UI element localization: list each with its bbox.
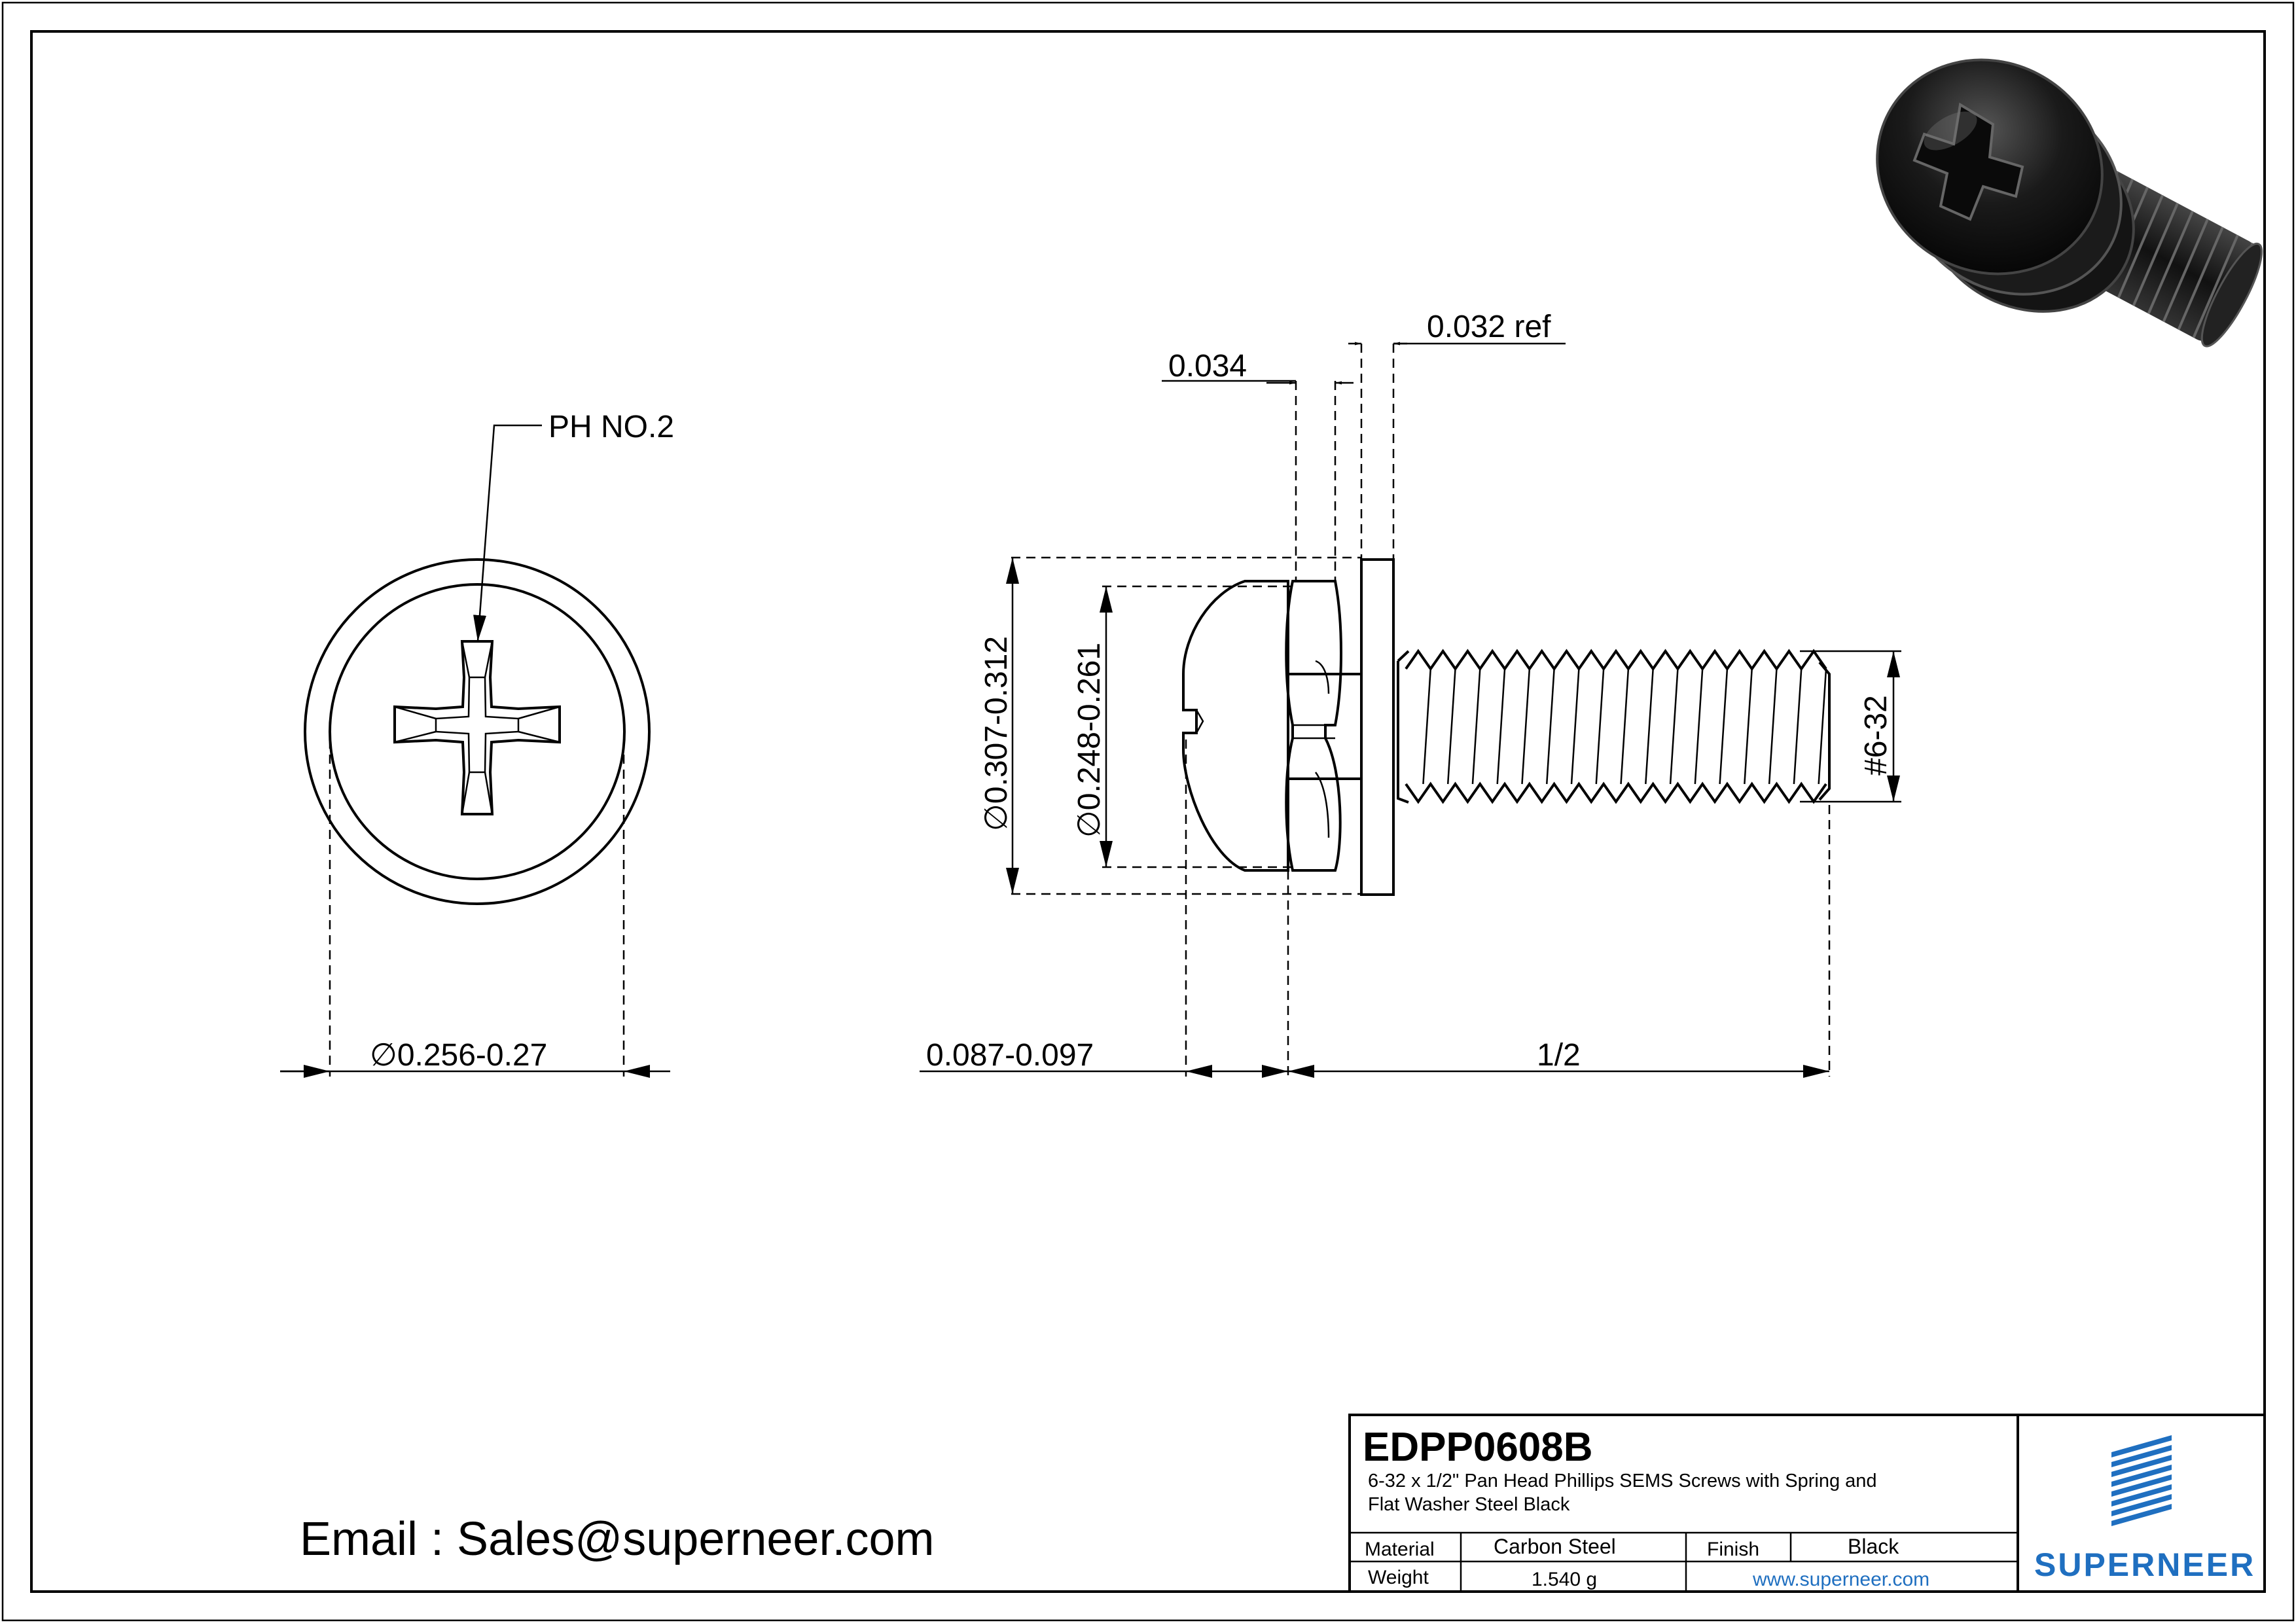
finish-label: Finish [1707, 1539, 1759, 1560]
phillips-recess-icon [393, 640, 561, 815]
phillips-recess-inner [435, 676, 520, 774]
logo-stripe [2111, 1435, 2172, 1457]
render-thread-line [2192, 234, 2239, 338]
head-outline-circle [329, 583, 626, 880]
pan-head-profile [1182, 580, 1289, 872]
logo-stripe [2111, 1465, 2172, 1487]
thread-size-dimension: #6-32 [1859, 695, 1893, 776]
spring-washer-od-dimension: ∅0.248-0.261 [1072, 643, 1107, 838]
title-block: EDPP0608B 6-32 x 1/2" Pan Head Phillips … [1348, 1414, 2266, 1593]
head-height-dimension: 0.087-0.097 [926, 1038, 1094, 1073]
superneer-logo-icon [2111, 1435, 2172, 1526]
render-thread-line [2132, 202, 2179, 306]
logo-stripe [2111, 1474, 2172, 1497]
logo-stripe [2111, 1484, 2172, 1507]
screw-side-view: ∅0.307-0.312 ∅0.248-0.261 0.034 0.032 re… [920, 310, 1901, 1078]
material-value: Carbon Steel [1494, 1535, 1616, 1558]
logo-stripe [2111, 1504, 2172, 1526]
render-thread-line [2147, 210, 2194, 315]
thread-profile [1405, 649, 1827, 671]
spring-thickness-dimension: 0.034 [1168, 349, 1247, 383]
weight-value: 1.540 g [1532, 1569, 1597, 1590]
part-number: EDPP0608B [1363, 1425, 1593, 1470]
render-thread-line [2177, 226, 2224, 330]
logo-stripe [2111, 1445, 2172, 1467]
washer-thickness-dimension: 0.032 ref [1427, 310, 1551, 344]
logo-stripe [2111, 1455, 2172, 1477]
material-label: Material [1365, 1539, 1435, 1560]
drive-callout-label: PH NO.2 [548, 410, 674, 444]
head-diameter-dimension: ∅0.256-0.27 [370, 1038, 547, 1073]
screw-3d-render-icon [1876, 58, 2263, 348]
spring-washer-profile [1285, 580, 1342, 872]
inner-frame [30, 30, 2266, 1593]
head-top-view: PH NO.2 ∅0.256-0.27 [280, 410, 674, 1078]
logo-stripe [2111, 1494, 2172, 1516]
render-thread-line [2162, 219, 2209, 323]
website-link[interactable]: www.superneer.com [1752, 1569, 1929, 1590]
finish-value: Black [1848, 1535, 1899, 1558]
washer-outline-circle [304, 558, 651, 905]
logo-wordmark: SUPERNEER [2034, 1546, 2255, 1583]
part-description-line1: 6-32 x 1/2" Pan Head Phillips SEMS Screw… [1368, 1471, 1877, 1491]
washer-od-dimension: ∅0.307-0.312 [979, 636, 1014, 831]
part-description-line2: Flat Washer Steel Black [1368, 1494, 1570, 1515]
contact-email: Email : Sales@superneer.com [300, 1513, 935, 1565]
weight-label: Weight [1368, 1567, 1429, 1588]
drive-callout-leader [473, 424, 542, 642]
render-thread-line [2117, 194, 2164, 298]
length-dimension: 1/2 [1537, 1038, 1581, 1073]
flat-washer-profile [1360, 558, 1395, 896]
